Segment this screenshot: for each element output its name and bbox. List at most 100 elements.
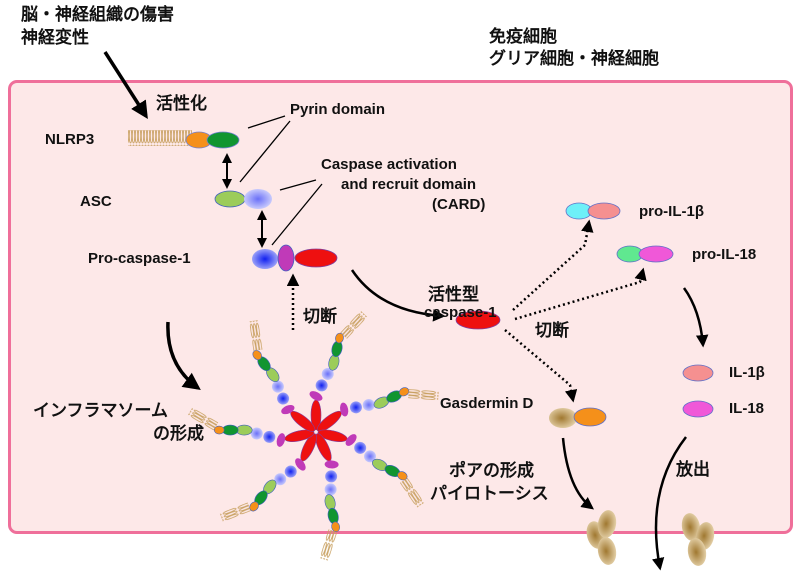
asc-label: ASC bbox=[80, 193, 112, 210]
nlrp3-pyrin-domain bbox=[213, 425, 225, 435]
asc-card-domain bbox=[324, 483, 337, 496]
inflammasome-arm bbox=[187, 407, 315, 447]
gasdermin-protein bbox=[549, 407, 607, 428]
arm-chain bbox=[219, 458, 306, 522]
inflammasome-arm bbox=[316, 387, 439, 432]
pore-arrow bbox=[561, 437, 594, 510]
card-domain bbox=[263, 430, 276, 443]
inflammasome-arm bbox=[219, 433, 317, 522]
asc-pyrin-domain bbox=[235, 424, 253, 436]
arm-outer bbox=[219, 479, 277, 522]
nlrp3-protein bbox=[128, 130, 240, 149]
cleave-il18-arrow bbox=[514, 267, 647, 321]
nlrp3-pyrin-domain bbox=[335, 332, 344, 344]
active-caspase bbox=[455, 310, 501, 330]
inflammasome-label-line1: インフラマソーム bbox=[33, 401, 168, 421]
lrr-domain bbox=[340, 310, 368, 339]
trigger-line1: 脳・神経組織の傷害 bbox=[21, 5, 174, 25]
asc-card-domain bbox=[274, 473, 287, 486]
maturation-arrow bbox=[682, 287, 709, 348]
nlrp3-pyrin-domain bbox=[397, 471, 408, 481]
inflammasome-complex bbox=[187, 310, 439, 561]
pro-il1b-label: pro-IL-1β bbox=[639, 203, 704, 220]
card-domain bbox=[325, 470, 338, 483]
pro-il18-protein bbox=[616, 245, 674, 263]
cells-line1: 免疫細胞 bbox=[489, 27, 557, 47]
arm-outer bbox=[187, 407, 253, 436]
assembly-arrow bbox=[166, 321, 201, 391]
il18-protein bbox=[682, 400, 714, 418]
linker-domain bbox=[295, 458, 306, 471]
linker-domain bbox=[276, 433, 286, 447]
arm-chain bbox=[309, 310, 368, 401]
asc-card-domain bbox=[250, 427, 263, 440]
lrr-domain bbox=[319, 529, 338, 561]
arm-outer bbox=[328, 310, 368, 371]
linker-domain bbox=[281, 404, 295, 415]
il1b-label: IL-1β bbox=[729, 364, 765, 381]
lrr-domain bbox=[249, 320, 263, 351]
activation-arrow bbox=[350, 269, 446, 322]
procaspase-label: Pro-caspase-1 bbox=[88, 250, 191, 267]
asc-card-domain bbox=[362, 398, 375, 411]
arm-chain bbox=[319, 460, 340, 561]
inflammasome-label-line2: の形成 bbox=[153, 424, 204, 444]
asc-card-domain bbox=[321, 367, 334, 380]
linker-domain bbox=[324, 460, 339, 469]
card-label-line2: and recruit domain bbox=[341, 176, 477, 193]
pyrin-pointers bbox=[239, 115, 291, 183]
nlrp3-pyrin-domain bbox=[249, 501, 259, 512]
card-domain bbox=[354, 441, 367, 454]
inflammasome-arm bbox=[315, 433, 340, 561]
cleavage-label-2: 切断 bbox=[535, 321, 569, 341]
nlrp3-pyrin-domain bbox=[252, 350, 262, 361]
nlrp3-label: NLRP3 bbox=[45, 131, 95, 148]
card-label-line3: (CARD) bbox=[432, 196, 486, 213]
trigger-arrow bbox=[103, 51, 148, 119]
arm-chain bbox=[340, 387, 439, 417]
arm-chain bbox=[345, 434, 425, 508]
gasdermin-pore-2 bbox=[681, 513, 715, 566]
lrr-domain bbox=[187, 407, 219, 431]
asc-card-domain bbox=[271, 380, 284, 393]
linker-domain bbox=[340, 402, 349, 417]
card-domain bbox=[315, 379, 328, 392]
nlrp3-pyrin-domain bbox=[398, 387, 410, 397]
gasdermin-pore-1 bbox=[586, 510, 617, 565]
pyrin-label: Pyrin domain bbox=[290, 101, 386, 118]
cleavage-label-1: 切断 bbox=[303, 307, 337, 327]
asc-card-domain bbox=[364, 450, 377, 463]
activation-label: 活性化 bbox=[156, 94, 207, 114]
release-arrow bbox=[651, 436, 687, 571]
il1b-protein bbox=[682, 364, 714, 382]
card-pointers bbox=[271, 179, 323, 246]
il18-label: IL-18 bbox=[729, 400, 765, 417]
trigger-line2: 神経変性 bbox=[21, 28, 89, 48]
arm-outer bbox=[319, 494, 340, 561]
pore-label-line1: ポアの形成 bbox=[449, 461, 534, 481]
active-caspase-label-line1: 活性型 bbox=[428, 285, 479, 305]
linker-domain bbox=[309, 391, 323, 401]
lrr-domain bbox=[399, 477, 425, 508]
card-domain bbox=[284, 465, 297, 478]
lrr-domain bbox=[219, 502, 251, 522]
arm-outer bbox=[249, 320, 280, 382]
gasdermin-label: Gasdermin D bbox=[440, 395, 534, 412]
pore-label-line2: パイロトーシス bbox=[430, 484, 549, 504]
active-caspase-label-line2: caspase-1 bbox=[424, 304, 497, 321]
arm-chain bbox=[249, 320, 295, 415]
arm-chain bbox=[187, 407, 286, 447]
card-label-line1: Caspase activation bbox=[321, 156, 457, 173]
release-label: 放出 bbox=[676, 460, 710, 480]
pro-il18-label: pro-IL-18 bbox=[692, 246, 757, 263]
arm-outer bbox=[372, 458, 425, 508]
inflammasome-arm bbox=[309, 310, 368, 431]
cleave-gasdermin-arrow bbox=[504, 329, 578, 403]
inflammasome-arm bbox=[249, 320, 316, 432]
pro-il1b-protein bbox=[565, 202, 621, 220]
nlrp3-pyrin-domain bbox=[331, 521, 340, 533]
arm-outer bbox=[373, 387, 439, 409]
cells-line2: グリア細胞・神経細胞 bbox=[489, 49, 659, 69]
asc-protein bbox=[214, 189, 272, 209]
